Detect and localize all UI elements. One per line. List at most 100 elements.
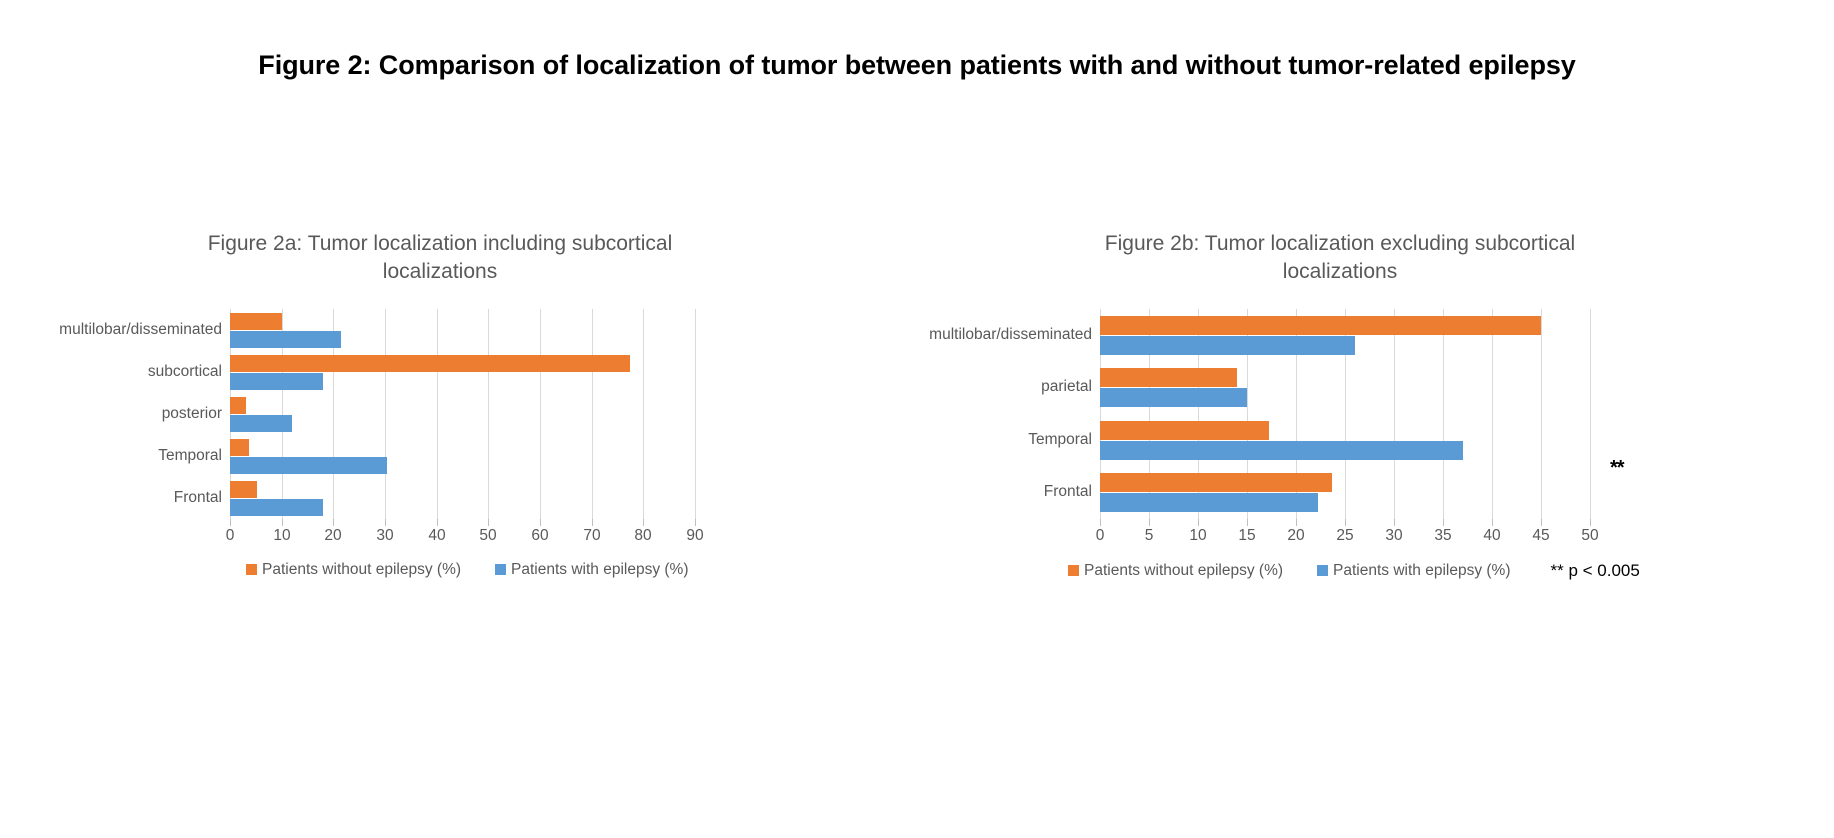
x-tick-mark [1541, 518, 1542, 526]
chart-2b-plot-area: ** [1100, 308, 1625, 519]
gridline [1198, 308, 1199, 519]
category-label: parietal [1041, 378, 1092, 396]
bar-with-epilepsy[interactable] [230, 456, 387, 474]
bar-without-epilepsy[interactable] [230, 312, 282, 330]
legend-item-with-epilepsy[interactable]: Patients with epilepsy (%) [495, 561, 688, 579]
gridline [1296, 308, 1297, 519]
gridline [1492, 308, 1493, 519]
x-tick-mark [282, 518, 283, 526]
bar-with-epilepsy[interactable] [1100, 492, 1318, 512]
category-label: Temporal [1028, 430, 1092, 448]
chart-2a-title-line1: Figure 2a: Tumor localization including … [207, 232, 673, 255]
x-tick-label: 45 [1532, 526, 1550, 544]
x-tick-label: 5 [1144, 526, 1154, 544]
chart-2a-title: Figure 2a: Tumor localization including … [90, 230, 790, 287]
x-tick-label: 10 [273, 526, 291, 544]
x-tick-mark [540, 518, 541, 526]
legend-item-without-epilepsy[interactable]: Patients without epilepsy (%) [1068, 562, 1283, 580]
chart-2b-title-line2: localizations [1282, 260, 1398, 284]
bar-without-epilepsy[interactable] [1100, 472, 1332, 492]
chart-2b-plot: Frontal Temporal parietal multilobar/dissem… [920, 308, 1720, 545]
legend-swatch-blue-icon [495, 564, 507, 576]
category-label: Frontal [1043, 483, 1092, 501]
bar-without-epilepsy[interactable] [230, 480, 257, 498]
category-label: multilobar/disseminated [59, 320, 222, 338]
x-tick-label: 50 [479, 526, 497, 544]
gridline [1541, 308, 1542, 519]
chart-2a-plot: Frontal Temporal posterior subcortical multi… [59, 308, 820, 545]
gridline [643, 308, 644, 519]
bar-with-epilepsy[interactable] [230, 498, 323, 516]
gridline [1345, 308, 1346, 519]
gridline [1149, 308, 1150, 519]
gridline [1100, 308, 1101, 519]
bar-with-epilepsy[interactable] [230, 414, 292, 432]
bar-with-epilepsy[interactable] [230, 330, 341, 348]
category-label: multilobar/disseminated [929, 325, 1092, 343]
x-tick-label: 0 [225, 526, 235, 544]
x-tick-mark [1394, 518, 1395, 526]
x-tick-label: 20 [1287, 526, 1305, 544]
gridline [1394, 308, 1395, 519]
legend-item-without-epilepsy[interactable]: Patients without epilepsy (%) [246, 561, 461, 579]
x-tick-mark [1247, 518, 1248, 526]
significance-marker: ** [1610, 456, 1625, 479]
chart-2a-legend: Patients without epilepsy (%) Patients w… [246, 561, 820, 579]
category-label: posterior [161, 404, 222, 422]
bar-without-epilepsy[interactable] [1100, 367, 1237, 387]
legend-label-without-epilepsy: Patients without epilepsy (%) [1084, 561, 1284, 579]
x-tick-mark [1590, 518, 1591, 526]
bar-with-epilepsy[interactable] [1100, 387, 1247, 407]
bar-with-epilepsy[interactable] [230, 372, 323, 390]
legend-swatch-blue-icon [1317, 565, 1329, 577]
x-tick-mark [695, 518, 696, 526]
x-tick-label: 90 [686, 526, 704, 544]
x-tick-mark [1100, 518, 1101, 526]
gridline [333, 308, 334, 519]
legend-label-with-epilepsy: Patients with epilepsy (%) [1333, 561, 1511, 579]
bar-with-epilepsy[interactable] [1100, 440, 1463, 460]
x-tick-mark [230, 518, 231, 526]
legend-swatch-orange-icon [1068, 565, 1079, 577]
category-label: Temporal [158, 446, 222, 464]
gridline [1443, 308, 1444, 519]
bar-without-epilepsy[interactable] [1100, 420, 1269, 440]
gridline [695, 308, 696, 519]
chart-2b-legend: Patients without epilepsy (%) Patients w… [1068, 561, 1720, 581]
bar-with-epilepsy[interactable] [1100, 335, 1355, 355]
x-tick-mark [1149, 518, 1150, 526]
significance-note: ** p < 0.005 [1550, 560, 1640, 580]
gridline [282, 308, 283, 519]
x-tick-label: 0 [1095, 526, 1105, 544]
gridline [230, 308, 231, 519]
chart-2b-title-line1: Figure 2b: Tumor localization excluding … [1104, 232, 1576, 255]
chart-2b-title: Figure 2b: Tumor localization excluding … [990, 230, 1690, 287]
chart-2a-category-axis: Frontal Temporal posterior subcortical multi… [59, 309, 230, 519]
x-tick-label: 40 [1483, 526, 1501, 544]
legend-label-with-epilepsy: Patients with epilepsy (%) [511, 560, 689, 578]
bar-without-epilepsy[interactable] [230, 354, 630, 372]
x-tick-label: 20 [324, 526, 342, 544]
bar-without-epilepsy[interactable] [230, 396, 246, 414]
category-label: subcortical [147, 362, 222, 380]
x-tick-mark [1198, 518, 1199, 526]
x-tick-mark [1492, 518, 1493, 526]
bar-without-epilepsy[interactable] [1100, 315, 1541, 335]
x-tick-label: 70 [583, 526, 601, 544]
chart-panel-2b: Figure 2b: Tumor localization excluding … [920, 230, 1720, 581]
legend-label-without-epilepsy: Patients without epilepsy (%) [262, 560, 462, 578]
bar-without-epilepsy[interactable] [230, 438, 249, 456]
category-label: Frontal [173, 488, 222, 506]
x-tick-mark [385, 518, 386, 526]
gridline [592, 308, 593, 519]
x-tick-mark [488, 518, 489, 526]
legend-swatch-orange-icon [246, 564, 257, 576]
gridline [488, 308, 489, 519]
x-tick-mark [592, 518, 593, 526]
x-tick-label: 35 [1434, 526, 1452, 544]
x-tick-mark [1443, 518, 1444, 526]
figure-title: Figure 2: Comparison of localization of … [258, 50, 1576, 80]
legend-item-with-epilepsy[interactable]: Patients with epilepsy (%) [1317, 562, 1510, 580]
